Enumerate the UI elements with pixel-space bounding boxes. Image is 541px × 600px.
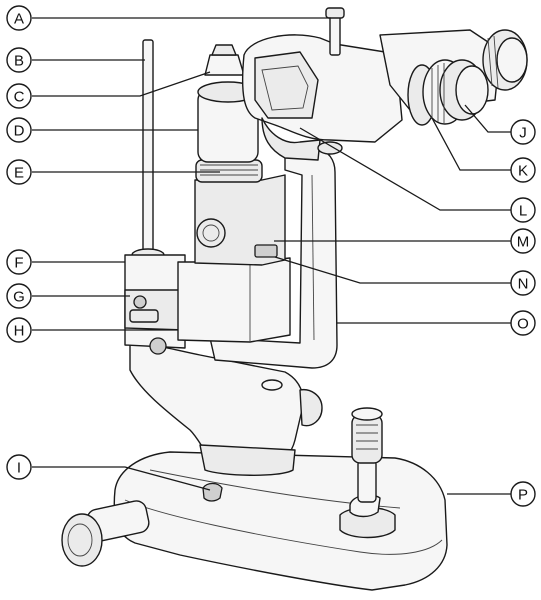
svg-text:F: F (14, 255, 23, 272)
label-a: A (6, 5, 32, 31)
svg-text:P: P (518, 487, 528, 504)
label-o: O (510, 310, 536, 336)
svg-text:A: A (14, 11, 24, 28)
svg-text:G: G (13, 289, 25, 306)
column (129, 342, 323, 476)
lens-ring (195, 159, 263, 183)
illumination-housing (177, 174, 291, 343)
svg-text:O: O (517, 316, 529, 333)
label-k: K (510, 157, 536, 183)
label-b: B (6, 47, 32, 73)
fixation-rod (131, 39, 165, 262)
svg-text:K: K (518, 163, 528, 180)
label-l: L (510, 197, 536, 223)
base-knob-i (202, 482, 223, 502)
label-g: G (6, 283, 32, 309)
svg-text:I: I (17, 460, 21, 477)
microscope-body (241, 34, 403, 161)
left-block-f (124, 254, 186, 355)
svg-text:B: B (14, 53, 24, 70)
svg-text:L: L (519, 203, 527, 220)
label-p: P (510, 481, 536, 507)
svg-text:H: H (14, 323, 25, 340)
label-d: D (6, 117, 32, 143)
eyepieces (379, 29, 528, 126)
label-f: F (6, 249, 32, 275)
label-c: C (6, 83, 32, 109)
top-post (325, 7, 345, 56)
svg-text:J: J (519, 125, 527, 142)
label-h: H (6, 317, 32, 343)
svg-text:M: M (517, 234, 530, 251)
svg-text:E: E (14, 165, 24, 182)
joystick (349, 407, 383, 518)
base-wheel (61, 500, 150, 567)
label-j: J (510, 119, 536, 145)
label-i: I (6, 454, 32, 480)
leader-lines (32, 17, 511, 495)
svg-text:D: D (14, 123, 25, 140)
svg-text:N: N (518, 276, 529, 293)
label-m: M (510, 228, 536, 254)
label-e: E (6, 159, 32, 185)
svg-text:C: C (14, 89, 25, 106)
label-n: N (510, 270, 536, 296)
